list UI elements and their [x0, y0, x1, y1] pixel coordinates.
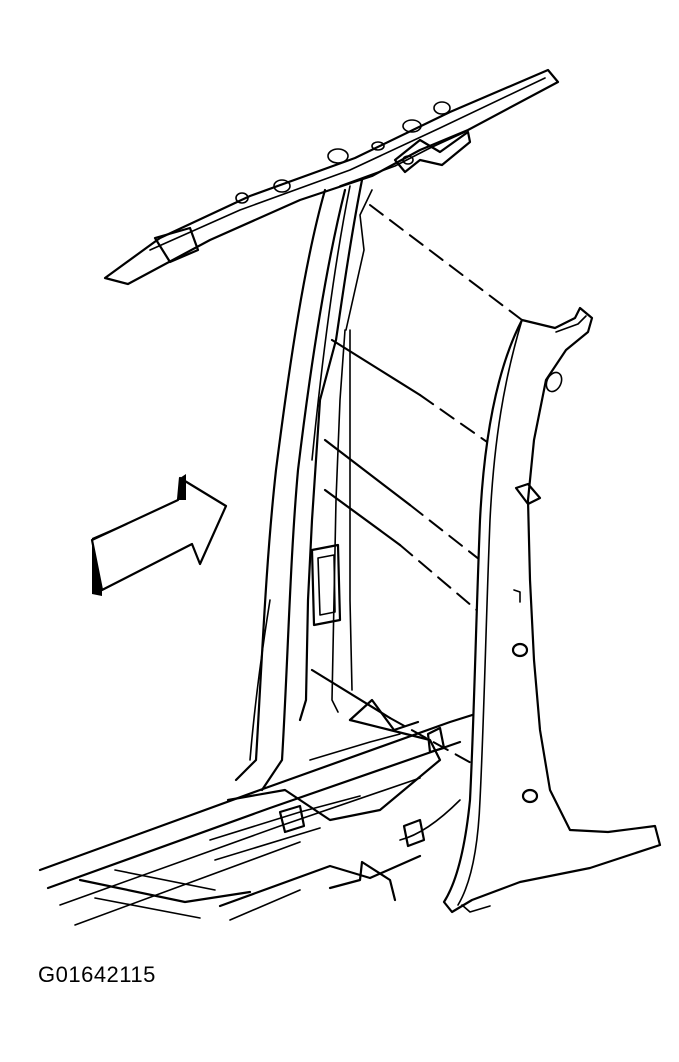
figure-id-code: G01642115 — [38, 962, 156, 987]
body-pillar — [234, 178, 373, 792]
roof-rail — [103, 68, 560, 286]
rocker-sill — [38, 698, 522, 926]
pillar-trim-panel — [442, 306, 662, 914]
direction-arrow-icon — [90, 474, 228, 596]
